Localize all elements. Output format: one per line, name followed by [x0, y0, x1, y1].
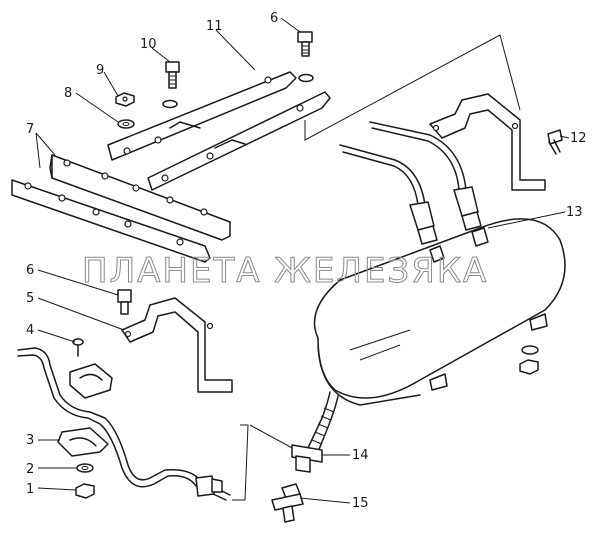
washer-small-top	[162, 73, 314, 109]
callout-7: 7	[26, 122, 34, 137]
bolt-12	[547, 129, 563, 155]
watermark-text: ПЛАНЕТА ЖЕЛЕЗЯКА	[82, 251, 488, 291]
nut-1	[75, 483, 95, 499]
callout-9: 9	[96, 63, 104, 78]
washer-2	[76, 463, 94, 473]
air-tank-13	[313, 218, 566, 406]
screw-4	[72, 338, 84, 357]
pipe-line	[17, 347, 231, 501]
callout-10: 10	[140, 37, 157, 52]
bolt-10	[165, 61, 180, 89]
callout-8: 8	[64, 86, 72, 101]
callout-11: 11	[206, 19, 223, 34]
nut-9	[115, 92, 135, 107]
callout-6-lower: 6	[26, 263, 34, 278]
callout-3: 3	[26, 433, 34, 448]
callout-6-top: 6	[270, 11, 278, 26]
bolt-6-top	[297, 31, 313, 57]
callout-12: 12	[570, 131, 587, 146]
callout-leaders	[35, 17, 570, 504]
callout-13: 13	[566, 205, 583, 220]
mounting-plates-7	[11, 154, 231, 263]
drain-valve-15	[271, 483, 304, 523]
callout-1: 1	[26, 482, 34, 497]
callout-5: 5	[26, 291, 34, 306]
bracket-5	[121, 297, 233, 393]
bracket-top-right	[429, 93, 546, 191]
hoses	[339, 121, 482, 245]
callout-14: 14	[352, 448, 369, 463]
tee-fitting-14	[291, 391, 339, 473]
callout-2: 2	[26, 462, 34, 477]
clamp-3	[57, 427, 109, 457]
callout-15: 15	[352, 496, 369, 511]
washer-8	[117, 119, 135, 129]
callout-4: 4	[26, 323, 34, 338]
strips-11	[107, 71, 331, 191]
pipe-clamp-upper	[69, 363, 113, 399]
tank-fasteners	[519, 345, 539, 375]
bolt-6-lower	[117, 289, 132, 315]
